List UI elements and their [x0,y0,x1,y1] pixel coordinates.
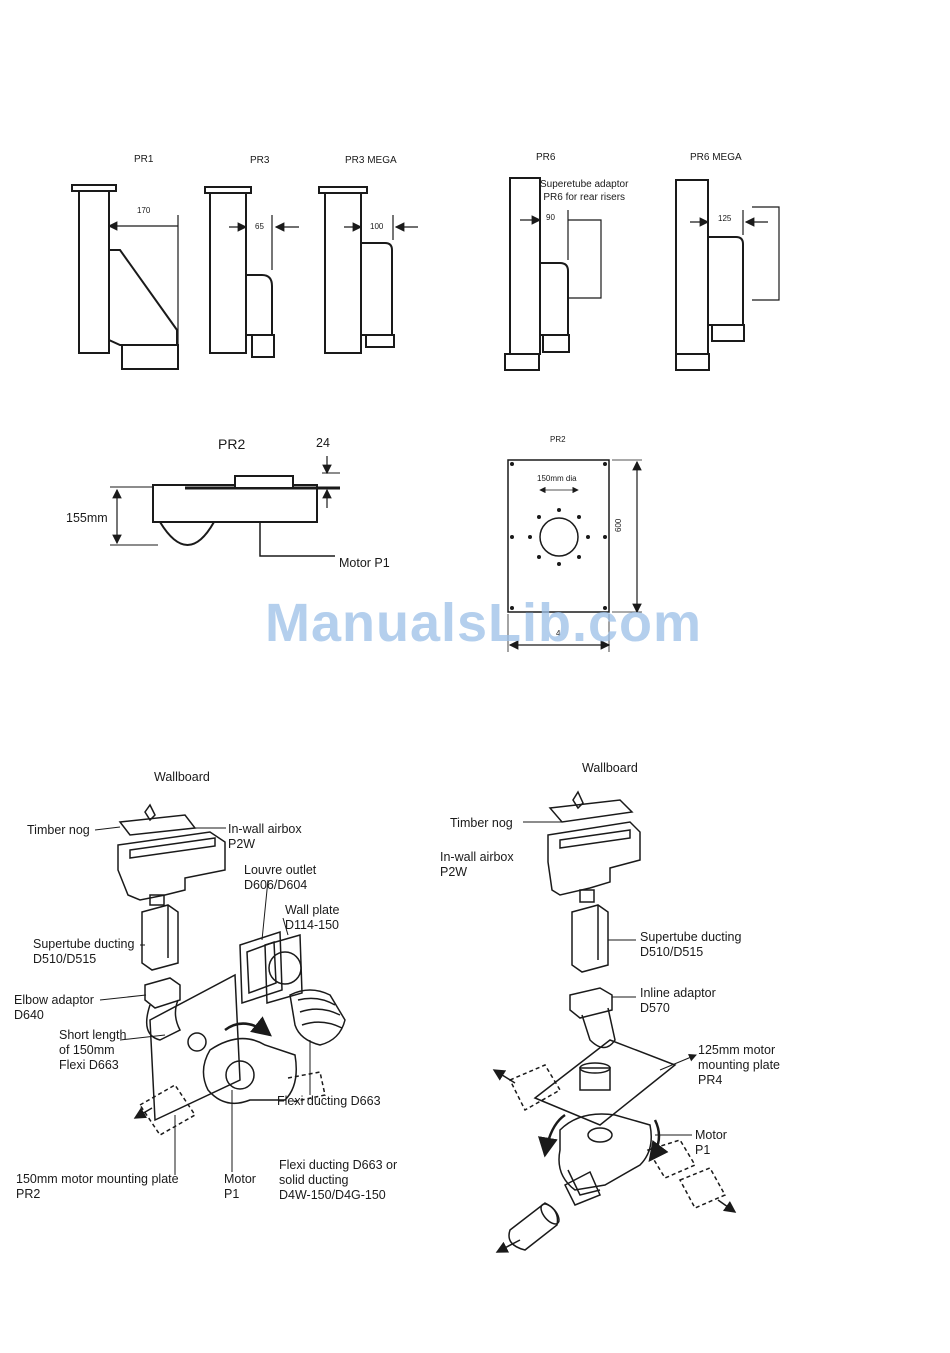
left-airbox-label: In-wall airbox P2W [228,822,302,851]
left-motor-label: Motor P1 [224,1172,256,1201]
pr2-motor-label: Motor P1 [339,556,390,570]
right-mounting-plate-label: 125mm motor mounting plate PR4 [698,1043,781,1087]
pr2-plate-holes [510,462,607,610]
left-elbow-label: Elbow adaptor D640 [14,993,94,1022]
left-timber-nog-label: Timber nog [27,823,90,837]
pr2-side-title: PR2 [218,436,246,452]
pr2-plate-width: 4 [556,629,561,638]
pr3-mega-drawing [318,186,418,354]
pr3-mega-label: PR3 MEGA [345,155,397,166]
right-inline-label: Inline adaptor D570 [640,986,716,1015]
watermark: ManualsLib.com [265,593,703,653]
pr3-label: PR3 [250,155,270,166]
pr2-plate-title: PR2 [550,435,566,444]
left-flexi-solid-label: Flexi ducting D663 or solid ducting D4W-… [279,1158,398,1202]
left-supertube-label: Supertube ducting D510/D515 [33,937,135,966]
pr1-label: PR1 [134,154,154,165]
right-wallboard-label: Wallboard [582,761,638,775]
pr3-drawing [204,186,299,358]
left-short-length-label: Short length of 150mm Flexi D663 [59,1028,127,1072]
pr2-side-drawing [110,456,340,557]
right-supertube-label: Supertube ducting D510/D515 [640,930,742,959]
left-install-drawing [94,803,346,1175]
pr3-dim: 65 [255,222,264,231]
pr2-top-dim: 24 [316,436,330,450]
pr1-drawing [71,184,179,370]
pr1-dim: 170 [137,206,151,215]
pr6-mega-drawing [675,179,780,371]
pr6-mega-dim: 125 [718,214,732,223]
pr6-dim: 90 [546,213,555,222]
pr6-drawing [504,177,602,371]
left-wall-plate-label: Wall plate D114-150 [285,903,340,932]
pr2-hole-label: 150mm dia [537,474,577,483]
left-wallboard-label: Wallboard [154,770,210,784]
pr2-plate-height: 600 [614,518,623,532]
left-louvre-label: Louvre outlet D606/D604 [244,863,317,892]
pr2-plate-drawing [507,459,642,652]
pr3-mega-dim: 100 [370,222,384,231]
left-mounting-plate-label: 150mm motor mounting plate PR2 [16,1172,179,1201]
right-timber-nog-label: Timber nog [450,816,513,830]
pr2-height-dim: 155mm [66,511,108,525]
right-airbox-label: In-wall airbox P2W [440,850,514,879]
left-flexi-label: Flexi ducting D663 [277,1094,381,1108]
pr6-label: PR6 [536,152,556,163]
right-motor-label: Motor P1 [695,1128,727,1157]
pr6-mega-label: PR6 MEGA [690,152,742,163]
pr6-adaptor-note: Superetube adaptor PR6 for rear risers [540,179,629,203]
right-install-drawing [492,790,737,1253]
